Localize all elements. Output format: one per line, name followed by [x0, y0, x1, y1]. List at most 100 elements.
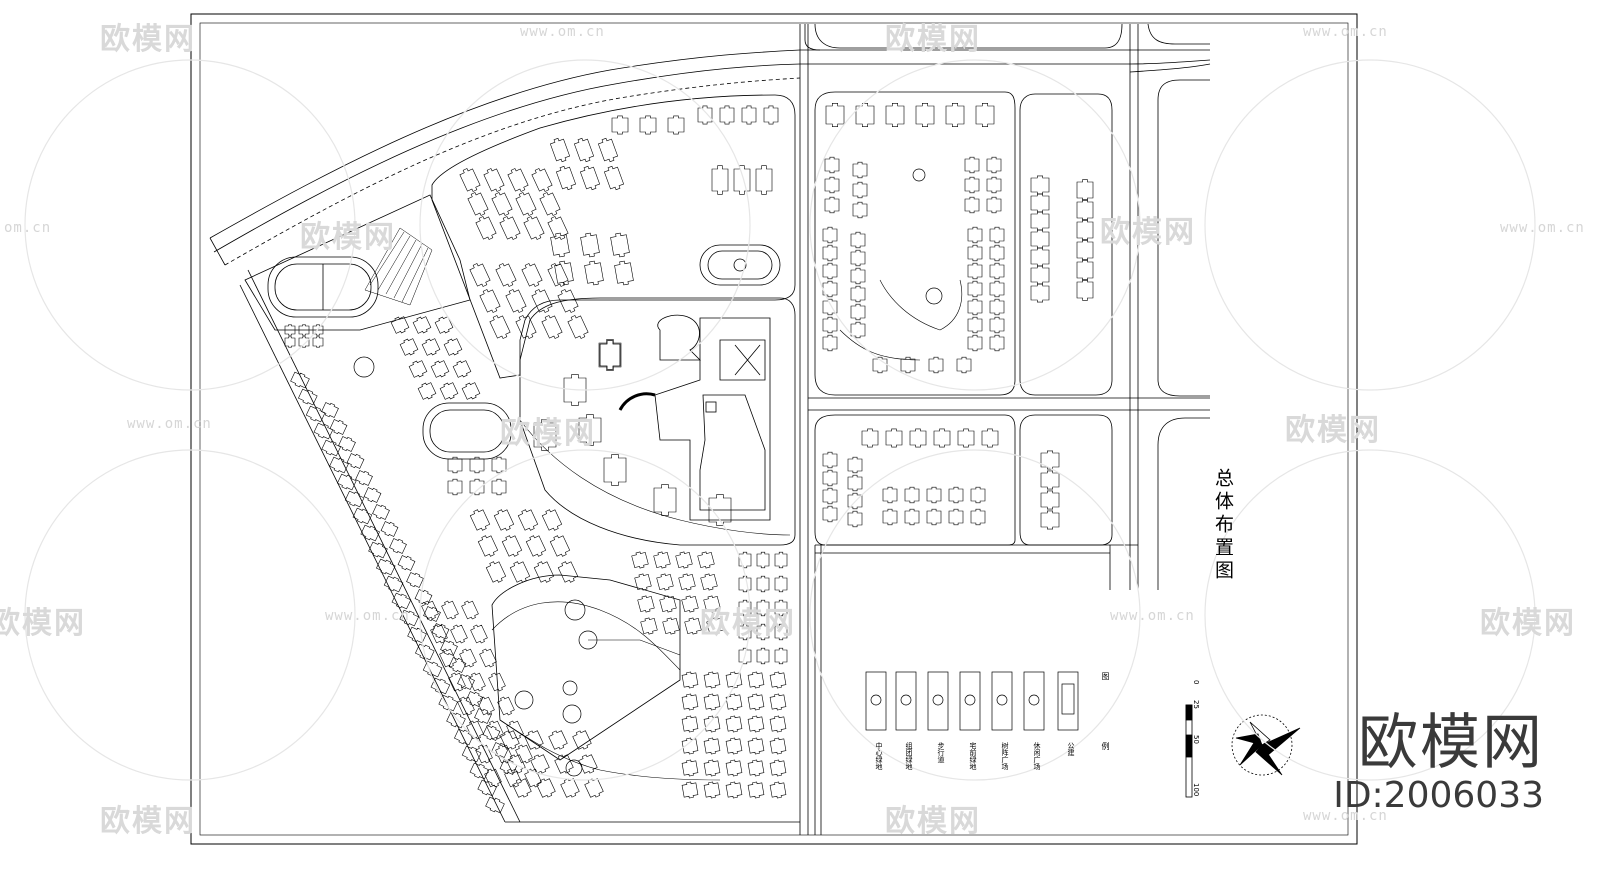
- building-footprint: [904, 486, 920, 504]
- building-footprint: [747, 715, 765, 733]
- watermark-logo: 欧模网: [1100, 215, 1196, 250]
- building-footprint: [915, 103, 935, 127]
- building-footprint: [599, 340, 621, 370]
- building-footprint: [475, 744, 493, 764]
- building-footprint: [441, 600, 459, 620]
- building-footprint: [850, 267, 866, 285]
- building-footprint: [872, 356, 888, 374]
- building-footprint: [448, 672, 466, 692]
- legend-label: 宅前绿地: [969, 742, 977, 770]
- building-footprint: [855, 103, 875, 127]
- building-footprint: [459, 168, 481, 192]
- building-footprint: [557, 561, 579, 583]
- building-footprint: [430, 677, 451, 695]
- building-footprint: [368, 541, 388, 559]
- building-footprint: [769, 671, 787, 689]
- watermark-logo: 欧模网: [100, 804, 196, 839]
- building-footprint: [631, 551, 649, 569]
- building-footprint: [967, 316, 983, 334]
- scale-label: 50: [1192, 735, 1200, 744]
- building-footprint: [659, 595, 677, 613]
- building-footprint: [434, 316, 454, 334]
- building-footprint: [850, 249, 866, 267]
- building-footprint: [738, 575, 752, 593]
- legend: [865, 671, 1079, 731]
- building-footprint: [524, 768, 542, 788]
- building-footprint: [515, 315, 537, 339]
- building-footprint: [822, 334, 838, 352]
- building-footprint: [725, 693, 743, 711]
- building-footprint: [399, 609, 419, 627]
- building-footprint: [470, 624, 488, 644]
- building-footprint: [499, 216, 521, 240]
- building-footprint: [1030, 229, 1050, 249]
- building-footprint: [531, 168, 553, 192]
- building-footprint: [970, 486, 986, 504]
- building-footprint: [822, 280, 838, 298]
- watermark-logo: 欧模网: [885, 804, 981, 839]
- building-footprint: [945, 103, 965, 127]
- building-footprint: [447, 456, 463, 474]
- building-footprint: [706, 617, 724, 635]
- building-footprint: [457, 696, 475, 716]
- building-footprint: [697, 551, 715, 569]
- building-footprint: [774, 647, 788, 665]
- building-footprint: [909, 428, 927, 448]
- building-footprint: [1076, 219, 1094, 241]
- building-footprint: [397, 555, 416, 571]
- plan-title: 总体布置图: [1212, 468, 1234, 583]
- building-footprint: [822, 469, 838, 487]
- building-footprint: [614, 260, 634, 286]
- building-footprint: [533, 561, 555, 583]
- building-footprint: [321, 402, 339, 418]
- building-footprint: [822, 316, 838, 334]
- building-footprint: [541, 509, 563, 531]
- building-footprint: [383, 575, 404, 593]
- building-footprint: [452, 360, 472, 378]
- building-footprint: [298, 388, 318, 406]
- watermark-logo: 欧模网: [885, 22, 981, 57]
- building-footprint: [461, 600, 479, 620]
- building-footprint: [459, 648, 477, 668]
- building-footprint: [563, 374, 587, 406]
- north-arrow: [1231, 714, 1301, 776]
- building-footprint: [1030, 247, 1050, 267]
- scale-bar: [1185, 704, 1193, 798]
- building-footprint: [711, 165, 729, 195]
- building-footprint: [989, 334, 1005, 352]
- building-footprint: [485, 796, 505, 814]
- building-footprint: [512, 778, 532, 798]
- building-footprint: [656, 573, 674, 591]
- building-footprint: [1040, 450, 1060, 470]
- legend-side-mark: 例: [1101, 742, 1110, 750]
- building-footprint: [675, 551, 693, 569]
- building-footprint: [421, 600, 439, 620]
- legend-swatch: [865, 671, 887, 731]
- building-footprint: [439, 648, 457, 668]
- building-footprint: [1040, 510, 1060, 530]
- building-footprint: [423, 606, 441, 622]
- building-footprint: [769, 715, 787, 733]
- building-footprint: [469, 478, 485, 496]
- legend-label: 步行道: [937, 742, 945, 763]
- building-footprint: [474, 708, 492, 724]
- building-footprint: [1040, 490, 1060, 510]
- brand-id: ID:2006033: [1333, 775, 1544, 816]
- building-footprint: [488, 672, 506, 692]
- building-footprint: [390, 316, 410, 334]
- building-footprint: [469, 263, 491, 287]
- building-footprint: [756, 575, 770, 593]
- building-footprint: [885, 428, 903, 448]
- building-footprint: [725, 671, 743, 689]
- building-footprint: [719, 105, 735, 125]
- building-footprint: [653, 551, 671, 569]
- building-footprint: [703, 759, 721, 777]
- building-footprint: [584, 260, 604, 286]
- legend-swatch: [1057, 671, 1079, 731]
- building-footprint: [415, 643, 435, 661]
- building-footprint: [956, 356, 972, 374]
- building-footprint: [305, 405, 326, 423]
- building-footprint: [603, 165, 625, 191]
- building-footprint: [882, 508, 898, 526]
- building-footprint: [469, 509, 491, 531]
